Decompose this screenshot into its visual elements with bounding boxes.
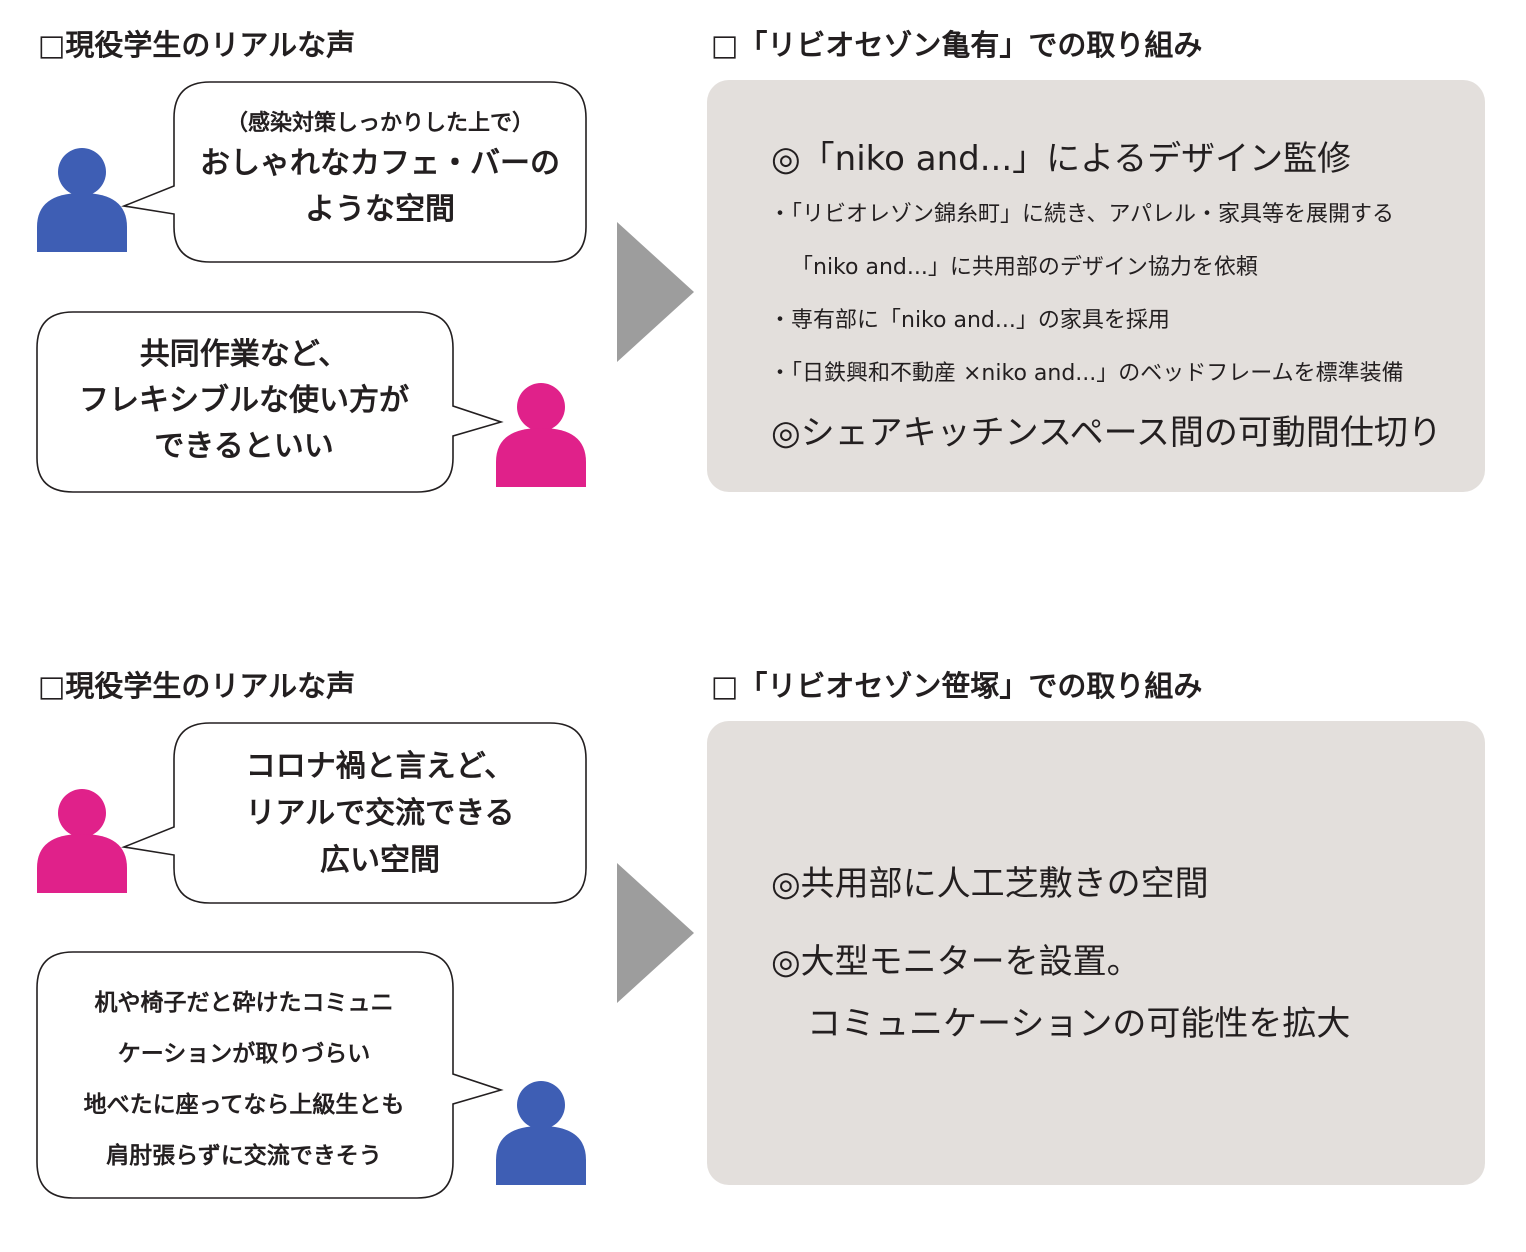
speech-bubble bbox=[121, 81, 587, 263]
speech-bubble bbox=[121, 722, 587, 904]
bubble-text: 共同作業など、 フレキシブルな使い方が できるといい bbox=[37, 332, 451, 470]
student-person-icon bbox=[37, 148, 127, 252]
student-person-icon bbox=[496, 1081, 586, 1185]
initiative-item: ◎「niko and...」によるデザイン監修 bbox=[771, 139, 1352, 179]
voices-heading: □現役学生のリアルな声 bbox=[38, 28, 356, 62]
bubble-line: コロナ禍と言えど、 bbox=[245, 749, 515, 784]
initiative-detail: 「niko and...」に共用部のデザイン協力を依頼 bbox=[791, 255, 1258, 280]
bubble-line: できるといい bbox=[154, 429, 334, 464]
bubble-line: 机や椅子だと砕けたコミュニ bbox=[94, 990, 394, 1016]
arrow-right-icon bbox=[617, 222, 694, 362]
initiative-item: ◎シェアキッチンスペース間の可動間仕切り bbox=[771, 413, 1442, 453]
initiative-item: ◎大型モニターを設置。 bbox=[771, 942, 1141, 982]
initiative-detail: コミュニケーションの可能性を拡大 bbox=[807, 1004, 1351, 1044]
bubble-line: フレキシブルな使い方が bbox=[79, 383, 409, 418]
student-person-icon bbox=[496, 383, 586, 487]
initiatives-panel: ◎「niko and...」によるデザイン監修 ・「リビオレゾン錦糸町」に続き、… bbox=[707, 80, 1485, 492]
arrow-right-icon bbox=[617, 863, 694, 1003]
initiative-detail: ・専有部に「niko and...」の家具を採用 bbox=[769, 308, 1170, 333]
bubble-line: ケーションが取りづらい bbox=[117, 1041, 371, 1067]
initiative-detail: ・「日鉄興和不動産 ×niko and...」のベッドフレームを標準装備 bbox=[769, 361, 1404, 386]
bubble-line: （感染対策しっかりした上で） bbox=[225, 111, 534, 136]
bubble-line: 肩肘張らずに交流できそう bbox=[106, 1143, 382, 1169]
bubble-line: ような空間 bbox=[305, 192, 455, 227]
bubble-text: コロナ禍と言えど、 リアルで交流できる 広い空間 bbox=[174, 743, 586, 884]
bubble-line: 共同作業など、 bbox=[139, 337, 349, 372]
initiative-detail: ・「リビオレゾン錦糸町」に続き、アパレル・家具等を展開する bbox=[769, 202, 1395, 227]
initiative-heading: □「リビオセゾン亀有」での取り組み bbox=[711, 28, 1203, 62]
bubble-line: リアルで交流できる bbox=[245, 796, 515, 831]
bubble-line: 広い空間 bbox=[320, 843, 440, 878]
speech-bubble bbox=[36, 311, 504, 493]
bubble-line: おしゃれなカフェ・バーの bbox=[200, 146, 560, 181]
initiatives-panel: ◎共用部に人工芝敷きの空間 ◎大型モニターを設置。 コミュニケーションの可能性を… bbox=[707, 721, 1485, 1185]
student-person-icon bbox=[37, 789, 127, 893]
initiative-heading: □「リビオセゾン笹塚」での取り組み bbox=[711, 669, 1203, 703]
voices-heading: □現役学生のリアルな声 bbox=[38, 669, 356, 703]
bubble-text: 机や椅子だと砕けたコミュニ ケーションが取りづらい 地べたに座ってなら上級生とも… bbox=[37, 978, 451, 1182]
bubble-text: （感染対策しっかりした上で） おしゃれなカフェ・バーの ような空間 bbox=[174, 107, 586, 233]
speech-bubble bbox=[36, 951, 504, 1199]
bubble-line: 地べたに座ってなら上級生とも bbox=[83, 1092, 405, 1118]
initiative-item: ◎共用部に人工芝敷きの空間 bbox=[771, 864, 1209, 904]
